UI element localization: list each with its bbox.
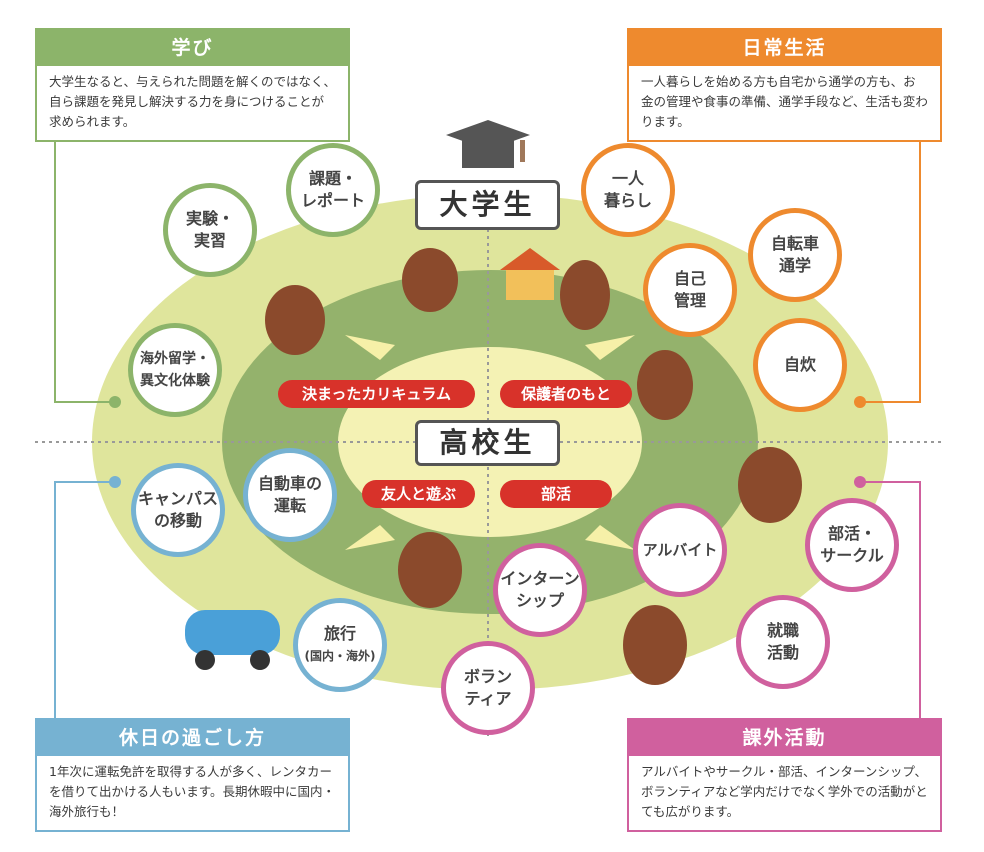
bubble-self-management: 自己 管理 xyxy=(643,243,737,337)
box-nichijo: 日常生活 一人暮らしを始める方も自宅から通学の方も、お金の管理や食事の準備、通学… xyxy=(627,28,942,142)
bubble-living-alone: 一人 暮らし xyxy=(581,143,675,237)
connector-dot xyxy=(854,396,866,408)
bubble-part-time: アルバイト xyxy=(633,503,727,597)
bubble-volunteer: ボラン ティア xyxy=(441,641,535,735)
bubble-experiment: 実験・ 実習 xyxy=(163,183,257,277)
box-body: アルバイトやサークル・部活、インターンシップ、ボランティアなど学内だけでなく学外… xyxy=(641,764,928,819)
pill-guardian: 保護者のもと xyxy=(500,380,632,408)
bubble-club-circle: 部活・ サークル xyxy=(805,498,899,592)
box-body: 一人暮らしを始める方も自宅から通学の方も、お金の管理や食事の準備、通学手段など、… xyxy=(641,74,928,129)
level-highschool: 高校生 xyxy=(415,420,560,466)
bubble-internship: インターン シップ xyxy=(493,543,587,637)
box-kyujitsu: 休日の過ごし方 1年次に運転免許を取得する人が多く、レンタカーを借りて出かける人… xyxy=(35,718,350,832)
travel-label: 旅行 xyxy=(323,624,356,643)
travel-sub: (国内・海外) xyxy=(304,649,376,663)
box-kagai: 課外活動 アルバイトやサークル・部活、インターンシップ、ボランティアなど学内だけ… xyxy=(627,718,942,832)
box-body: 1年次に運転免許を取得する人が多く、レンタカーを借りて出かける人もいます。長期休… xyxy=(49,764,336,819)
bubble-report: 課題・ レポート xyxy=(286,143,380,237)
car-illustration xyxy=(185,610,280,670)
bubble-job-hunting: 就職 活動 xyxy=(736,595,830,689)
house-illustration xyxy=(500,248,560,300)
bubble-bicycle: 自転車 通学 xyxy=(748,208,842,302)
pill-club: 部活 xyxy=(500,480,612,508)
bubble-travel: 旅行 (国内・海外) xyxy=(293,598,387,692)
box-title: 学び xyxy=(37,30,348,66)
pill-curriculum: 決まったカリキュラム xyxy=(278,380,475,408)
connector-dot xyxy=(109,476,121,488)
box-body: 大学生なると、与えられた問題を解くのではなく、自ら課題を発見し解決する力を身につ… xyxy=(49,74,337,129)
level-university: 大学生 xyxy=(415,180,560,230)
bubble-study-abroad: 海外留学・ 異文化体験 xyxy=(128,323,222,417)
pill-friends: 友人と遊ぶ xyxy=(362,480,475,508)
bubble-cooking: 自炊 xyxy=(753,318,847,412)
box-title: 日常生活 xyxy=(629,30,940,66)
box-title: 休日の過ごし方 xyxy=(37,720,348,756)
connector-dot xyxy=(854,476,866,488)
graduation-cap-icon xyxy=(446,120,530,168)
owl-illustrations xyxy=(265,248,802,685)
arrows xyxy=(345,335,635,550)
box-manabi: 学び 大学生なると、与えられた問題を解くのではなく、自ら課題を発見し解決する力を… xyxy=(35,28,350,142)
bubble-campus-move: キャンパス の移動 xyxy=(131,463,225,557)
bubble-driving: 自動車の 運転 xyxy=(243,448,337,542)
box-title: 課外活動 xyxy=(629,720,940,756)
connector-dot xyxy=(109,396,121,408)
